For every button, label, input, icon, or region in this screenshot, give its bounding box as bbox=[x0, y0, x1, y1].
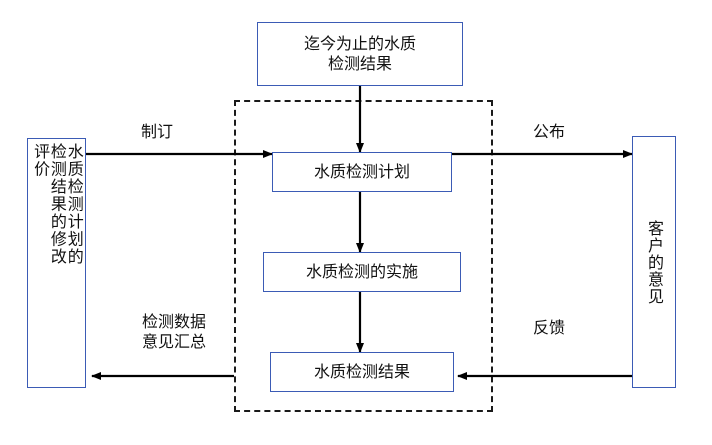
node-left-evaluation[interactable]: 水质检测计划的 检测结果的修改 评价 bbox=[27, 138, 86, 388]
left-node-line-3: 评价 bbox=[31, 143, 51, 178]
node-customer-opinion[interactable]: 客户的意见 bbox=[632, 136, 676, 388]
edge-label-publish: 公布 bbox=[532, 122, 565, 141]
node-result[interactable]: 水质检测结果 bbox=[270, 352, 454, 392]
node-execution[interactable]: 水质检测的实施 bbox=[263, 252, 461, 292]
edge-label-summary-line-1: 检测数据 bbox=[141, 312, 206, 331]
edge-label-make: 制订 bbox=[140, 122, 173, 141]
process-group-dashed-box bbox=[234, 100, 493, 412]
edge-label-feedback: 反馈 bbox=[532, 318, 565, 337]
node-plan[interactable]: 水质检测计划 bbox=[272, 152, 452, 192]
left-node-line-2: 检测结果的修改 bbox=[47, 143, 67, 266]
edge-label-summary: 检测数据 意见汇总 bbox=[119, 312, 229, 352]
node-top-results[interactable]: 迄今为止的水质 检测结果 bbox=[257, 22, 463, 86]
edge-label-summary-line-2: 意见汇总 bbox=[141, 332, 206, 351]
left-node-line-1: 水质检测计划的 bbox=[64, 143, 84, 266]
